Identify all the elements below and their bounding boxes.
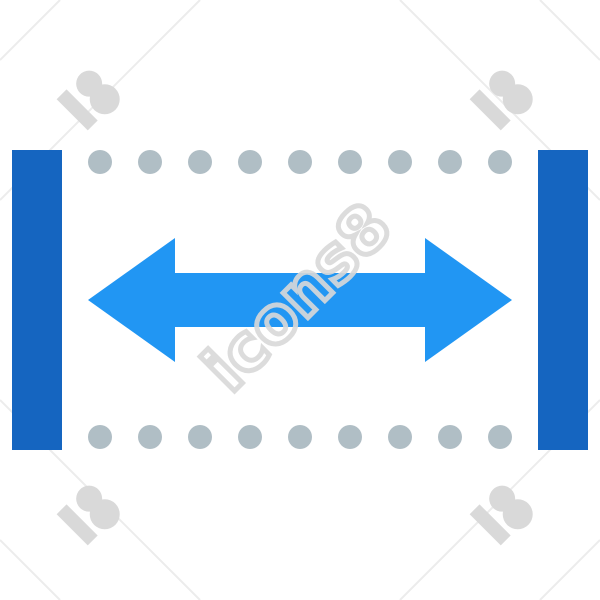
dot	[438, 425, 462, 449]
watermark-line	[0, 539, 61, 600]
top-dotted-line	[88, 150, 512, 174]
dot	[338, 425, 362, 449]
watermark-line	[539, 539, 600, 600]
dot	[388, 150, 412, 174]
dot	[388, 425, 412, 449]
watermark-line	[0, 0, 61, 61]
dot	[138, 425, 162, 449]
watermark-logos	[56, 70, 533, 546]
dot	[238, 150, 262, 174]
dot	[188, 150, 212, 174]
dot	[88, 425, 112, 449]
dot	[238, 425, 262, 449]
dot	[438, 150, 462, 174]
dot	[138, 150, 162, 174]
right-boundary-bar	[538, 150, 588, 450]
left-boundary-bar	[12, 150, 62, 450]
dot	[488, 150, 512, 174]
icons8-logo-icon	[56, 485, 120, 546]
dot	[288, 150, 312, 174]
dot	[338, 150, 362, 174]
icons8-logo-icon	[56, 70, 120, 131]
dot	[88, 150, 112, 174]
dot	[288, 425, 312, 449]
watermark-line	[539, 0, 600, 61]
icons8-logo-icon	[469, 70, 533, 131]
dot	[488, 425, 512, 449]
double-arrow-icon	[88, 238, 512, 362]
icons8-logo-icon	[469, 485, 533, 546]
dot	[188, 425, 212, 449]
bottom-dotted-line	[88, 425, 512, 449]
